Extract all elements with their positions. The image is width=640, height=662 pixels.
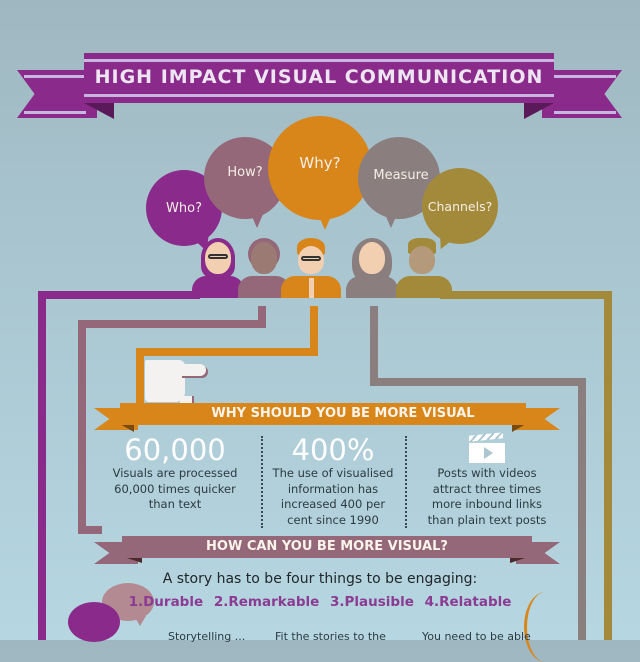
line-orange: [136, 348, 318, 356]
stat-line: information has: [287, 481, 379, 496]
stat-line: than text: [148, 497, 202, 511]
stat-line: than plain text posts: [427, 512, 547, 527]
torso: [396, 276, 452, 298]
stat-line: The use of visualised: [272, 466, 394, 480]
stat-value: 400%: [291, 433, 375, 467]
stat-line: increased 400 per: [280, 497, 386, 511]
stat-line: Visuals are processed: [112, 466, 238, 480]
banner-stripe: [554, 111, 616, 114]
line-mauve: [78, 526, 102, 534]
line-orange: [310, 306, 318, 356]
stat-400-percent: 400% The use of visualised information h…: [262, 434, 404, 528]
stat-line: 60,000 times quicker: [114, 481, 236, 496]
video-clapperboard-icon: [469, 432, 505, 464]
section-heading: WHY SHOULD YOU BE MORE VISUAL: [120, 403, 526, 425]
stat-value: 60,000: [124, 433, 226, 467]
person-woman-short-hair: [238, 238, 290, 298]
stat-line: attract three times: [432, 481, 542, 496]
bottom-column-text: You need to be able: [422, 630, 531, 643]
line-grey: [370, 378, 586, 386]
face: [409, 246, 435, 274]
bubble-label: Who?: [166, 200, 202, 216]
page-title: HIGH IMPACT VISUAL COMMUNICATION: [94, 66, 544, 88]
banner-stripe: [24, 111, 86, 114]
glasses-icon: [208, 254, 228, 259]
story-heading: A story has to be four things to be enga…: [162, 571, 478, 587]
bubble-tail: [384, 212, 398, 228]
stat-line: cent since 1990: [287, 512, 379, 527]
banner-stripe: [24, 75, 86, 78]
stat-video: Posts with videos attract three times mo…: [412, 432, 562, 528]
story-item: 3.Plausible: [330, 594, 414, 610]
line-mauve: [78, 320, 86, 534]
torso: [192, 276, 244, 298]
face: [359, 242, 385, 274]
banner-main: HIGH IMPACT VISUAL COMMUNICATION: [84, 53, 554, 103]
torso: [346, 276, 398, 298]
story-item: 1.Durable: [128, 594, 204, 610]
bubble-tail: [318, 214, 332, 230]
torso: [238, 276, 290, 298]
dotted-divider: [261, 436, 263, 528]
bubble-label: Why?: [299, 154, 341, 172]
story-item: 4.Relatable: [424, 594, 512, 610]
stat-60000: 60,000 Visuals are processed 60,000 time…: [100, 434, 250, 513]
bubble-why: Why?: [268, 116, 372, 220]
line-grey: [370, 306, 378, 386]
person-man-with-glasses-tie: [281, 238, 341, 298]
line-mauve: [258, 306, 266, 328]
person-woman-with-glasses: [192, 238, 244, 298]
story-items: 1.Durable 2.Remarkable 3.Plausible 4.Rel…: [0, 594, 640, 610]
section-heading: HOW CAN YOU BE MORE VISUAL?: [122, 536, 532, 558]
story-item: 2.Remarkable: [213, 594, 320, 610]
bubble-label: How?: [227, 164, 263, 180]
orange-arc: [524, 592, 567, 662]
line-olive: [604, 291, 612, 640]
stat-line: more inbound links: [431, 497, 543, 511]
person-woman-long-hair: [346, 238, 398, 298]
bubble-label: Measure: [373, 167, 429, 183]
line-mauve: [78, 320, 266, 328]
line-purple: [38, 291, 46, 640]
dotted-divider: [405, 436, 407, 528]
person-man-short-hair: [396, 238, 452, 298]
line-purple: [38, 291, 200, 299]
stat-line: Posts with videos: [437, 466, 537, 480]
bubble-channels: Channels?: [422, 168, 498, 244]
tie-icon: [309, 278, 314, 298]
bubble-tail: [250, 212, 264, 228]
line-olive: [440, 291, 612, 299]
banner-stripe: [554, 75, 616, 78]
glasses-icon: [301, 256, 321, 261]
line-orange: [136, 348, 144, 408]
banner-stripe: [84, 59, 554, 62]
bottom-column-text: Fit the stories to the: [275, 630, 386, 643]
line-grey: [578, 378, 586, 640]
banner-stripe: [84, 94, 554, 97]
face: [251, 242, 277, 274]
bubble-label: Channels?: [427, 198, 493, 214]
bottom-column-text: Storytelling ...: [168, 630, 246, 643]
